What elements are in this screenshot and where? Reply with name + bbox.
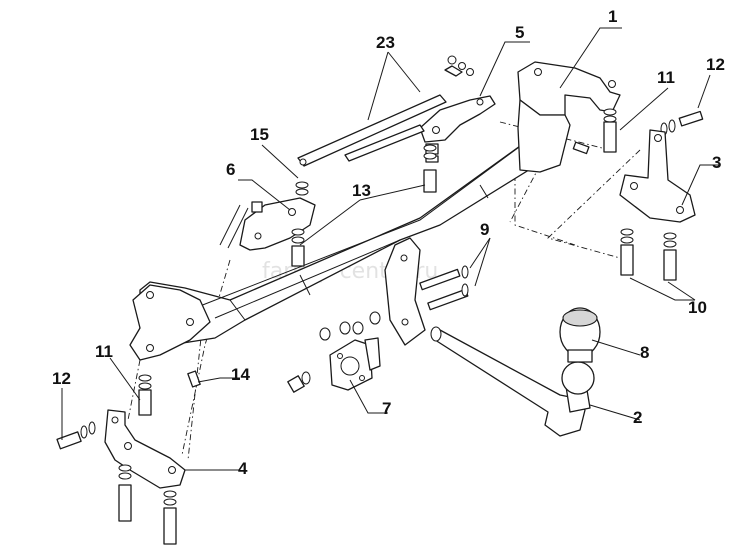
- callout-7: 7: [382, 399, 391, 418]
- callout-2: 2: [633, 408, 642, 427]
- beam-left-end-plate: [129, 284, 211, 361]
- callout-8: 8: [640, 343, 649, 362]
- part-7-socket-plate: [287, 311, 381, 393]
- callout-3: 3: [712, 153, 721, 172]
- callout-11-right: 11: [657, 68, 675, 87]
- callout-5: 5: [515, 23, 524, 42]
- callout-12-left: 12: [52, 369, 71, 388]
- fastener-stack-right-11: [603, 108, 617, 153]
- callout-9: 9: [480, 220, 489, 239]
- callout-10: 10: [688, 298, 707, 317]
- bolt-12-left: [56, 421, 96, 450]
- callout-14: 14: [231, 365, 250, 384]
- fastener-stack-13: [423, 144, 437, 193]
- bolts-part-9: [419, 265, 469, 311]
- bolt-12-right: [660, 110, 704, 136]
- part-23-spacer-strips: [297, 94, 447, 167]
- callout-15: 15: [250, 125, 269, 144]
- fastener-stack-10: [620, 228, 677, 281]
- callout-12-right: 12: [706, 55, 725, 74]
- fastener-stack-left-11: [138, 374, 152, 416]
- callout-23: 23: [376, 33, 395, 52]
- small-bolt-right: [572, 141, 590, 155]
- callout-6: 6: [226, 160, 235, 179]
- ball-mount-bracket: [384, 237, 426, 346]
- fastener-stack-15: [291, 181, 309, 267]
- callout-11-left: 11: [95, 342, 113, 361]
- part-3-bracket: [619, 129, 696, 223]
- leader-lines: [61, 27, 720, 471]
- fastener-stack-left-bottom: [118, 464, 177, 545]
- part-6-bracket: [219, 197, 316, 251]
- callout-4: 4: [238, 459, 248, 478]
- callout-13: 13: [352, 181, 371, 200]
- callout-1: 1: [608, 7, 617, 26]
- part-4-left-bracket: [104, 409, 186, 489]
- callout-numbers: 1 2 3 4 5 6 7 8 9 10 11 11 12 12 13 14 1…: [52, 7, 725, 478]
- bolt-part-14: [187, 370, 201, 388]
- part-8-tow-ball: [559, 307, 601, 395]
